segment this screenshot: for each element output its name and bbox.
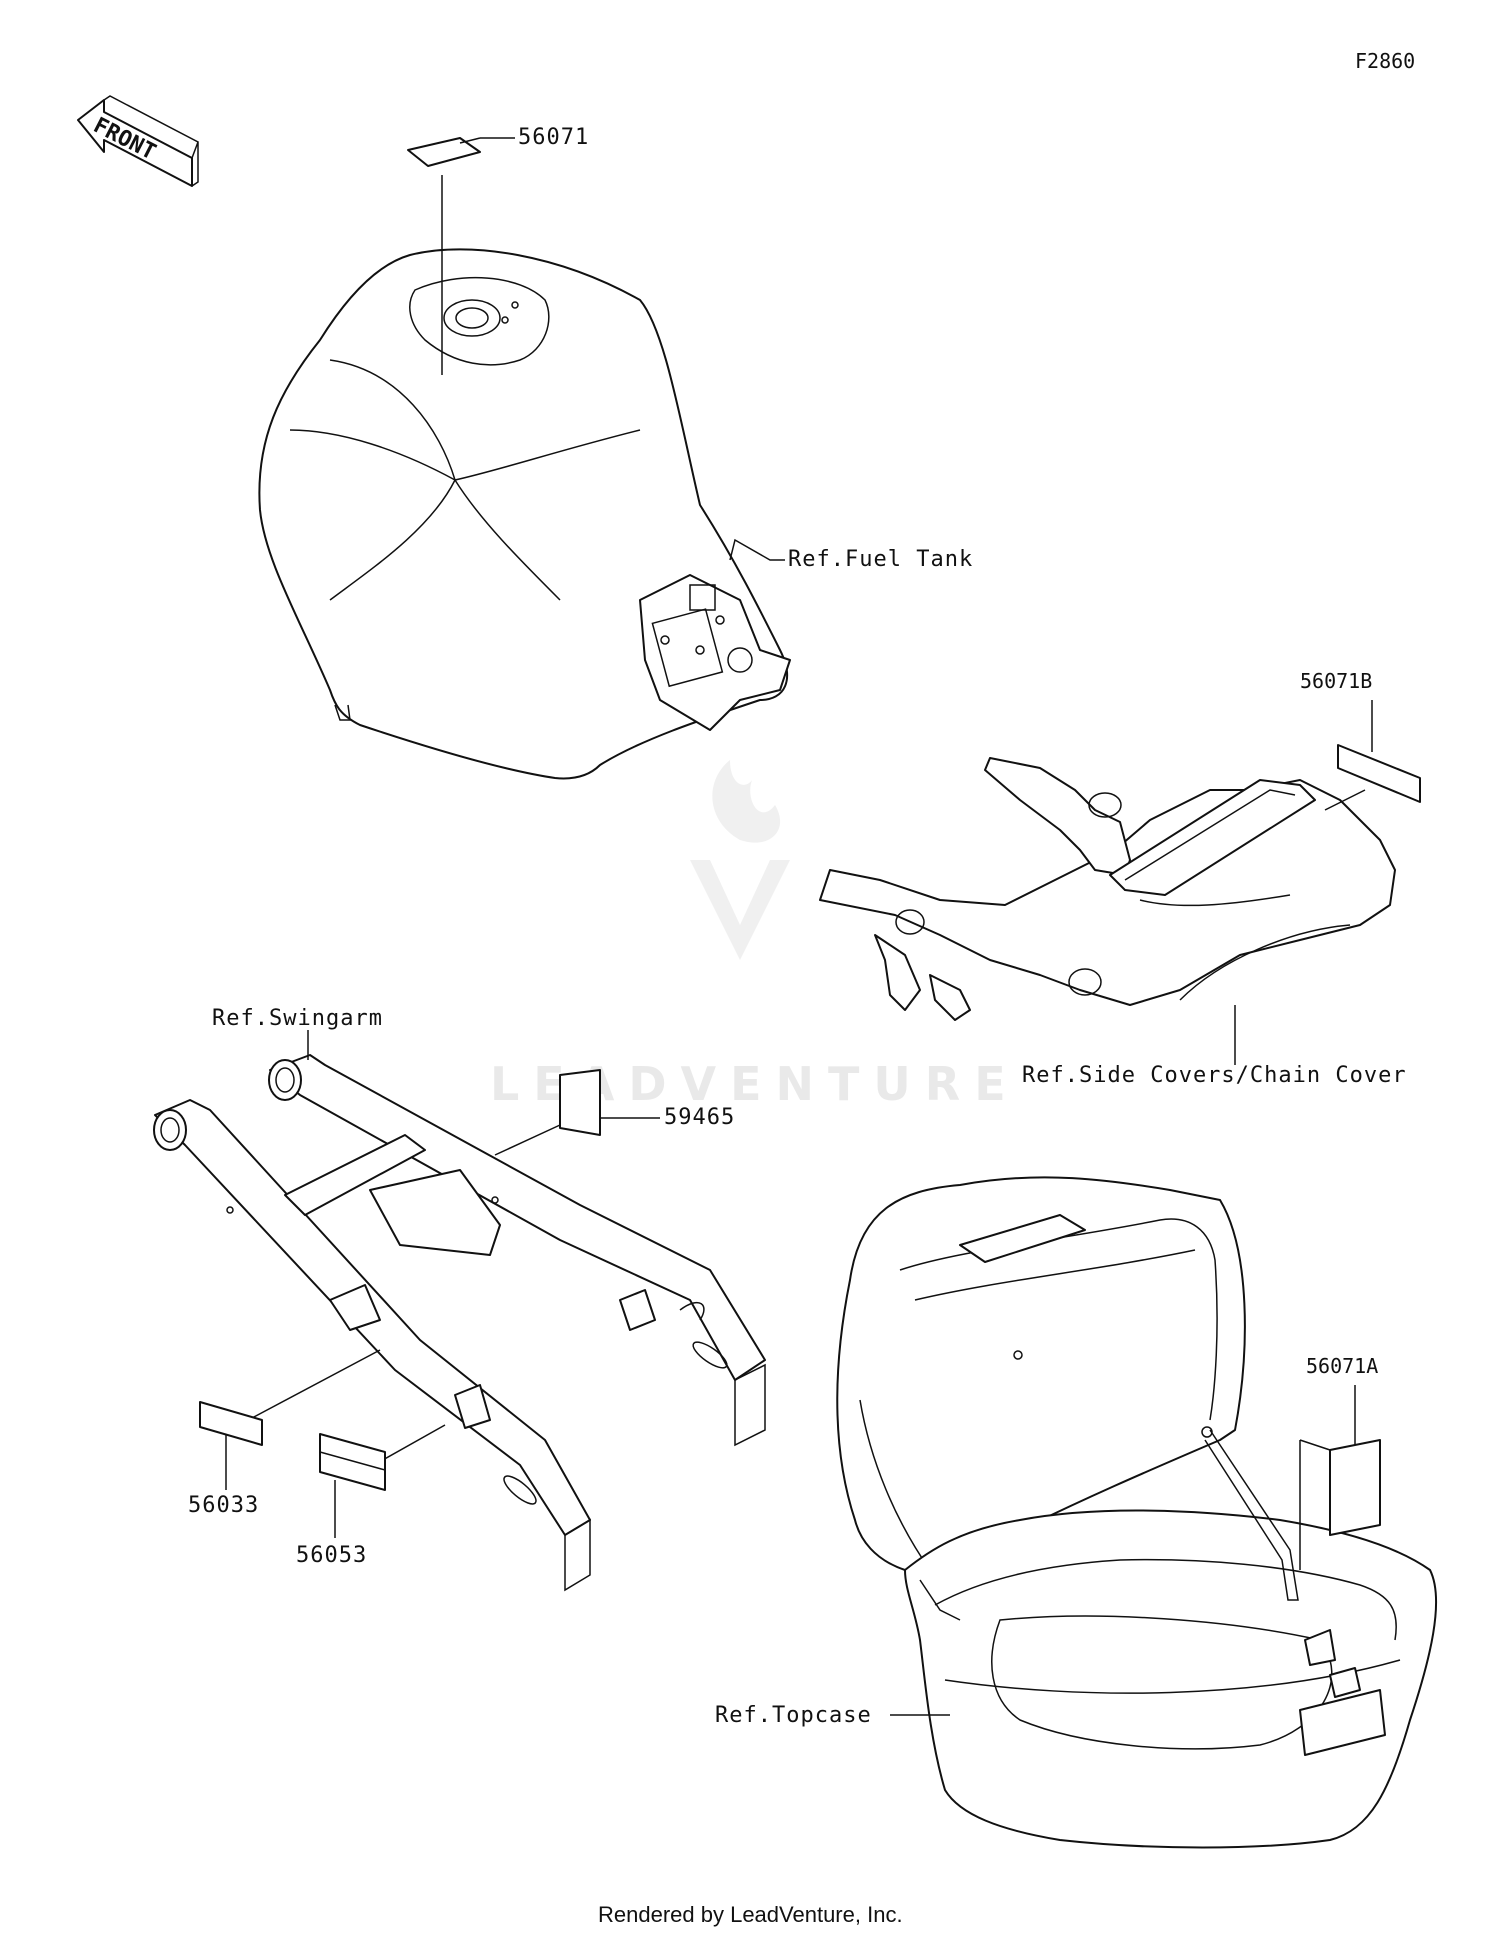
topcase-drawing <box>836 1176 1438 1849</box>
front-label: FRONT <box>89 113 159 165</box>
front-arrow-icon: FRONT <box>77 95 199 187</box>
diagram-code: F2860 <box>1355 49 1415 73</box>
callout-59465: 59465 <box>664 1105 735 1130</box>
ref-side-covers: Ref.Side Covers/Chain Cover <box>1022 1063 1407 1088</box>
callout-56071A: 56071A <box>1306 1354 1378 1378</box>
ref-topcase: Ref.Topcase <box>715 1703 872 1728</box>
callout-56033: 56033 <box>188 1493 259 1518</box>
label-59465 <box>559 1069 601 1136</box>
label-56053 <box>319 1433 386 1491</box>
callout-56071B: 56071B <box>1300 669 1372 693</box>
side-cover-drawing <box>819 757 1396 1065</box>
callout-56053: 56053 <box>296 1543 367 1568</box>
swingarm-drawing <box>153 1030 766 1592</box>
footer-credit: Rendered by LeadVenture, Inc. <box>598 1902 903 1927</box>
label-56071A <box>1299 1439 1381 1536</box>
label-56033 <box>199 1401 263 1446</box>
fuel-tank-drawing <box>258 175 791 780</box>
ref-fuel-tank: Ref.Fuel Tank <box>788 547 973 572</box>
label-56071 <box>407 137 481 167</box>
ref-swingarm: Ref.Swingarm <box>212 1006 383 1031</box>
callout-56071: 56071 <box>518 125 589 150</box>
label-56071B <box>1337 744 1421 803</box>
